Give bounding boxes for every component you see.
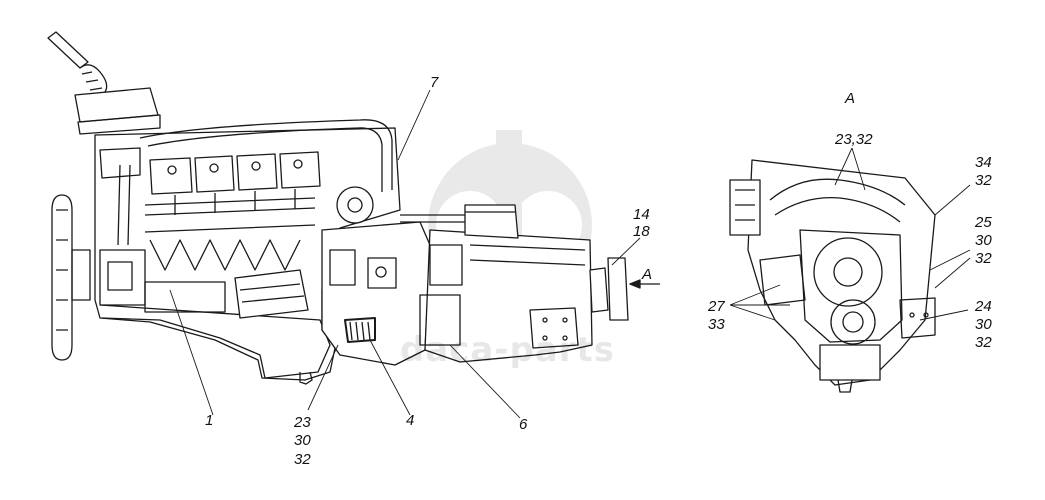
view-arrow	[629, 279, 660, 289]
label-1: 1	[205, 412, 214, 429]
label-25: 25	[975, 214, 992, 231]
label-18: 18	[633, 223, 650, 240]
view-a-engine-front	[729, 159, 936, 393]
gear-shift-lever	[47, 31, 161, 135]
label-6: 6	[519, 416, 528, 433]
label-27: 27	[708, 298, 725, 315]
label-14: 14	[633, 206, 650, 223]
label-34: 34	[975, 154, 992, 171]
label-32: 32	[294, 451, 311, 468]
label-30-mid: 30	[975, 232, 992, 249]
label-24: 24	[975, 298, 992, 315]
label-32-lower: 32	[975, 334, 992, 351]
clutch-housing	[321, 221, 431, 366]
gearbox	[400, 204, 629, 363]
label-4: 4	[406, 412, 415, 429]
label-32-upper: 32	[975, 172, 992, 189]
fan	[51, 194, 91, 361]
leader-lines	[169, 89, 641, 419]
label-7: 7	[430, 74, 439, 91]
label-23-32: 23,32	[835, 131, 873, 148]
arrow-label-a: A	[642, 266, 653, 283]
label-30-lower: 30	[975, 316, 992, 333]
label-33: 33	[708, 316, 725, 333]
label-23: 23	[294, 414, 311, 431]
view-title-a: A	[845, 90, 856, 107]
label-30: 30	[294, 432, 311, 449]
label-32-mid: 32	[975, 250, 992, 267]
engine-block	[94, 119, 401, 385]
view-a-leader-lines	[729, 147, 971, 321]
watermark-text: dаса-parts	[400, 330, 616, 370]
